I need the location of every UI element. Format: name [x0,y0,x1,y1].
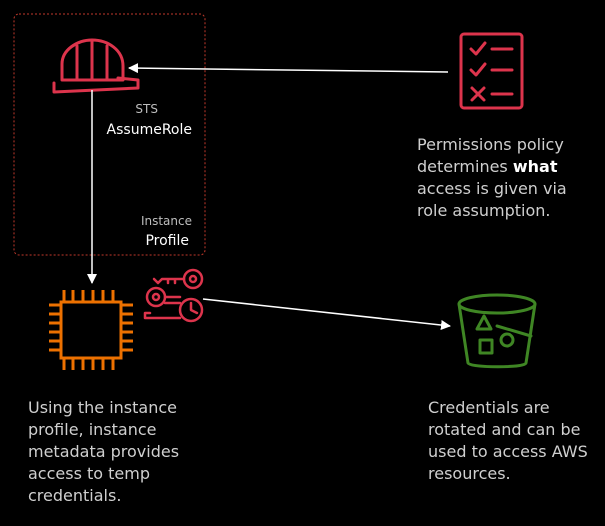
profile-label: Profile [145,233,189,249]
bucket-note: Credentials are rotated and can be used … [428,398,588,483]
policy-note-before: Permissions policy determines [417,135,564,176]
instance-small-label: Instance [140,214,192,228]
keys-clock-icon [143,268,204,323]
chip-icon [49,290,133,370]
assume-role-label: AssumeRole [106,122,192,138]
policy-note-after: access is given via role assumption. [417,179,567,220]
policy-to-role-arrow [128,63,449,74]
bucket-icon [457,293,537,369]
credentials-to-bucket-arrow [202,298,451,330]
policy-note-bold: what [512,157,558,176]
role-boundary-box [13,13,206,256]
instance-note: Using the instance profile, instance met… [28,398,180,505]
checklist-icon [459,32,524,110]
policy-note: Permissions policy determines what acces… [417,134,597,222]
sts-label: STS [135,102,158,116]
helmet-icon [52,38,140,94]
